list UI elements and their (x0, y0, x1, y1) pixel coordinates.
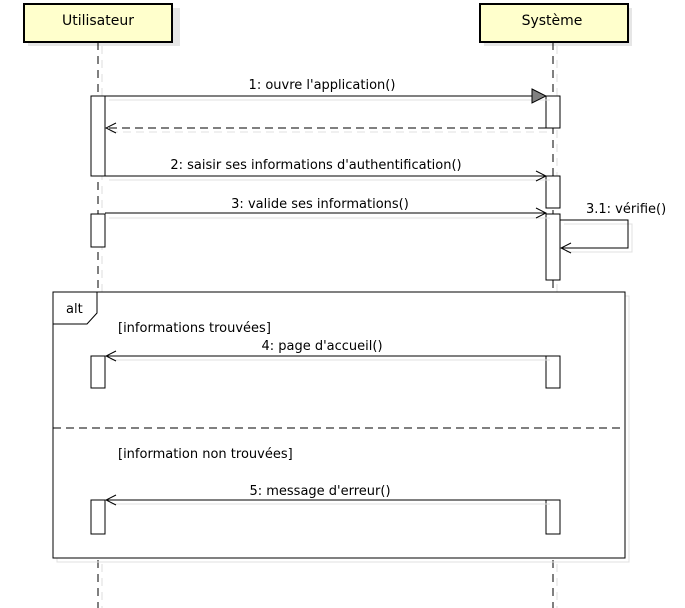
message-4: 4: page d'accueil() (106, 339, 550, 360)
message-4-label: 4: page d'accueil() (261, 339, 382, 354)
activation-user-1 (90, 95, 106, 177)
activation-user-3 (90, 355, 106, 389)
activation-user-2 (90, 213, 106, 248)
activation-system-4 (545, 355, 561, 389)
message-3: 3: valide ses informations() (105, 197, 550, 219)
message-2-label: 2: saisir ses informations d'authentific… (170, 158, 461, 173)
lifeline-user-label: Utilisateur (62, 13, 134, 29)
message-1: 1: ouvre l'application() (105, 78, 550, 100)
self-message-3-1-arrow (560, 219, 629, 248)
message-2: 2: saisir ses informations d'authentific… (105, 158, 550, 180)
message-1-label: 1: ouvre l'application() (249, 78, 396, 93)
alt-operator-label: alt (66, 302, 83, 317)
activation-system-3 (545, 213, 561, 281)
activation-system-5 (545, 499, 561, 535)
alt-operator-tab (52, 291, 98, 325)
self-message-3-1: 3.1: vérifie() (560, 202, 666, 252)
message-5-label: 5: message d'erreur() (249, 484, 390, 499)
message-3-label: 3: valide ses informations() (231, 197, 409, 212)
message-5: 5: message d'erreur() (106, 484, 550, 504)
return-message-1 (106, 128, 550, 132)
guard-not-found: [information non trouvées] (118, 447, 293, 462)
guard-found: [informations trouvées] (118, 321, 271, 336)
lifeline-system-label: Système (522, 13, 583, 29)
lifeline-head-user: Utilisateur (23, 3, 180, 46)
activation-system-2 (545, 175, 561, 209)
activation-user-4 (90, 499, 106, 535)
lifeline-head-system: Système (479, 3, 632, 46)
activations-user (90, 95, 106, 535)
self-message-3-1-label: 3.1: vérifie() (586, 202, 666, 217)
activation-system-1 (545, 95, 561, 129)
activations-system (545, 95, 561, 535)
alt-fragment: alt [informations trouvées] [information… (52, 291, 630, 563)
